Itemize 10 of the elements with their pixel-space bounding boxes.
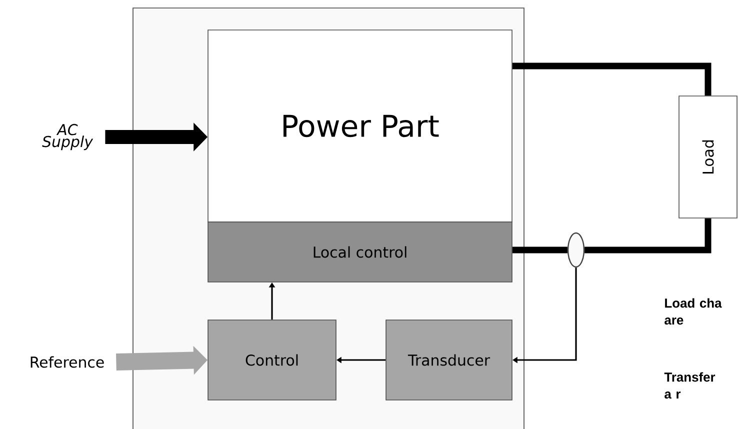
current-sensor bbox=[567, 232, 585, 268]
input-label: AC Supply bbox=[42, 124, 94, 150]
note-text: Load cha are bbox=[664, 298, 722, 325]
process-box: Local control bbox=[208, 222, 512, 282]
process-box: Control bbox=[208, 320, 336, 400]
load-box: Load bbox=[678, 96, 738, 218]
input-label: Reference bbox=[30, 356, 104, 368]
process-box: Transducer bbox=[386, 320, 512, 400]
note-text: Transfer a r bbox=[664, 372, 716, 399]
process-box: Power Part bbox=[208, 30, 512, 222]
